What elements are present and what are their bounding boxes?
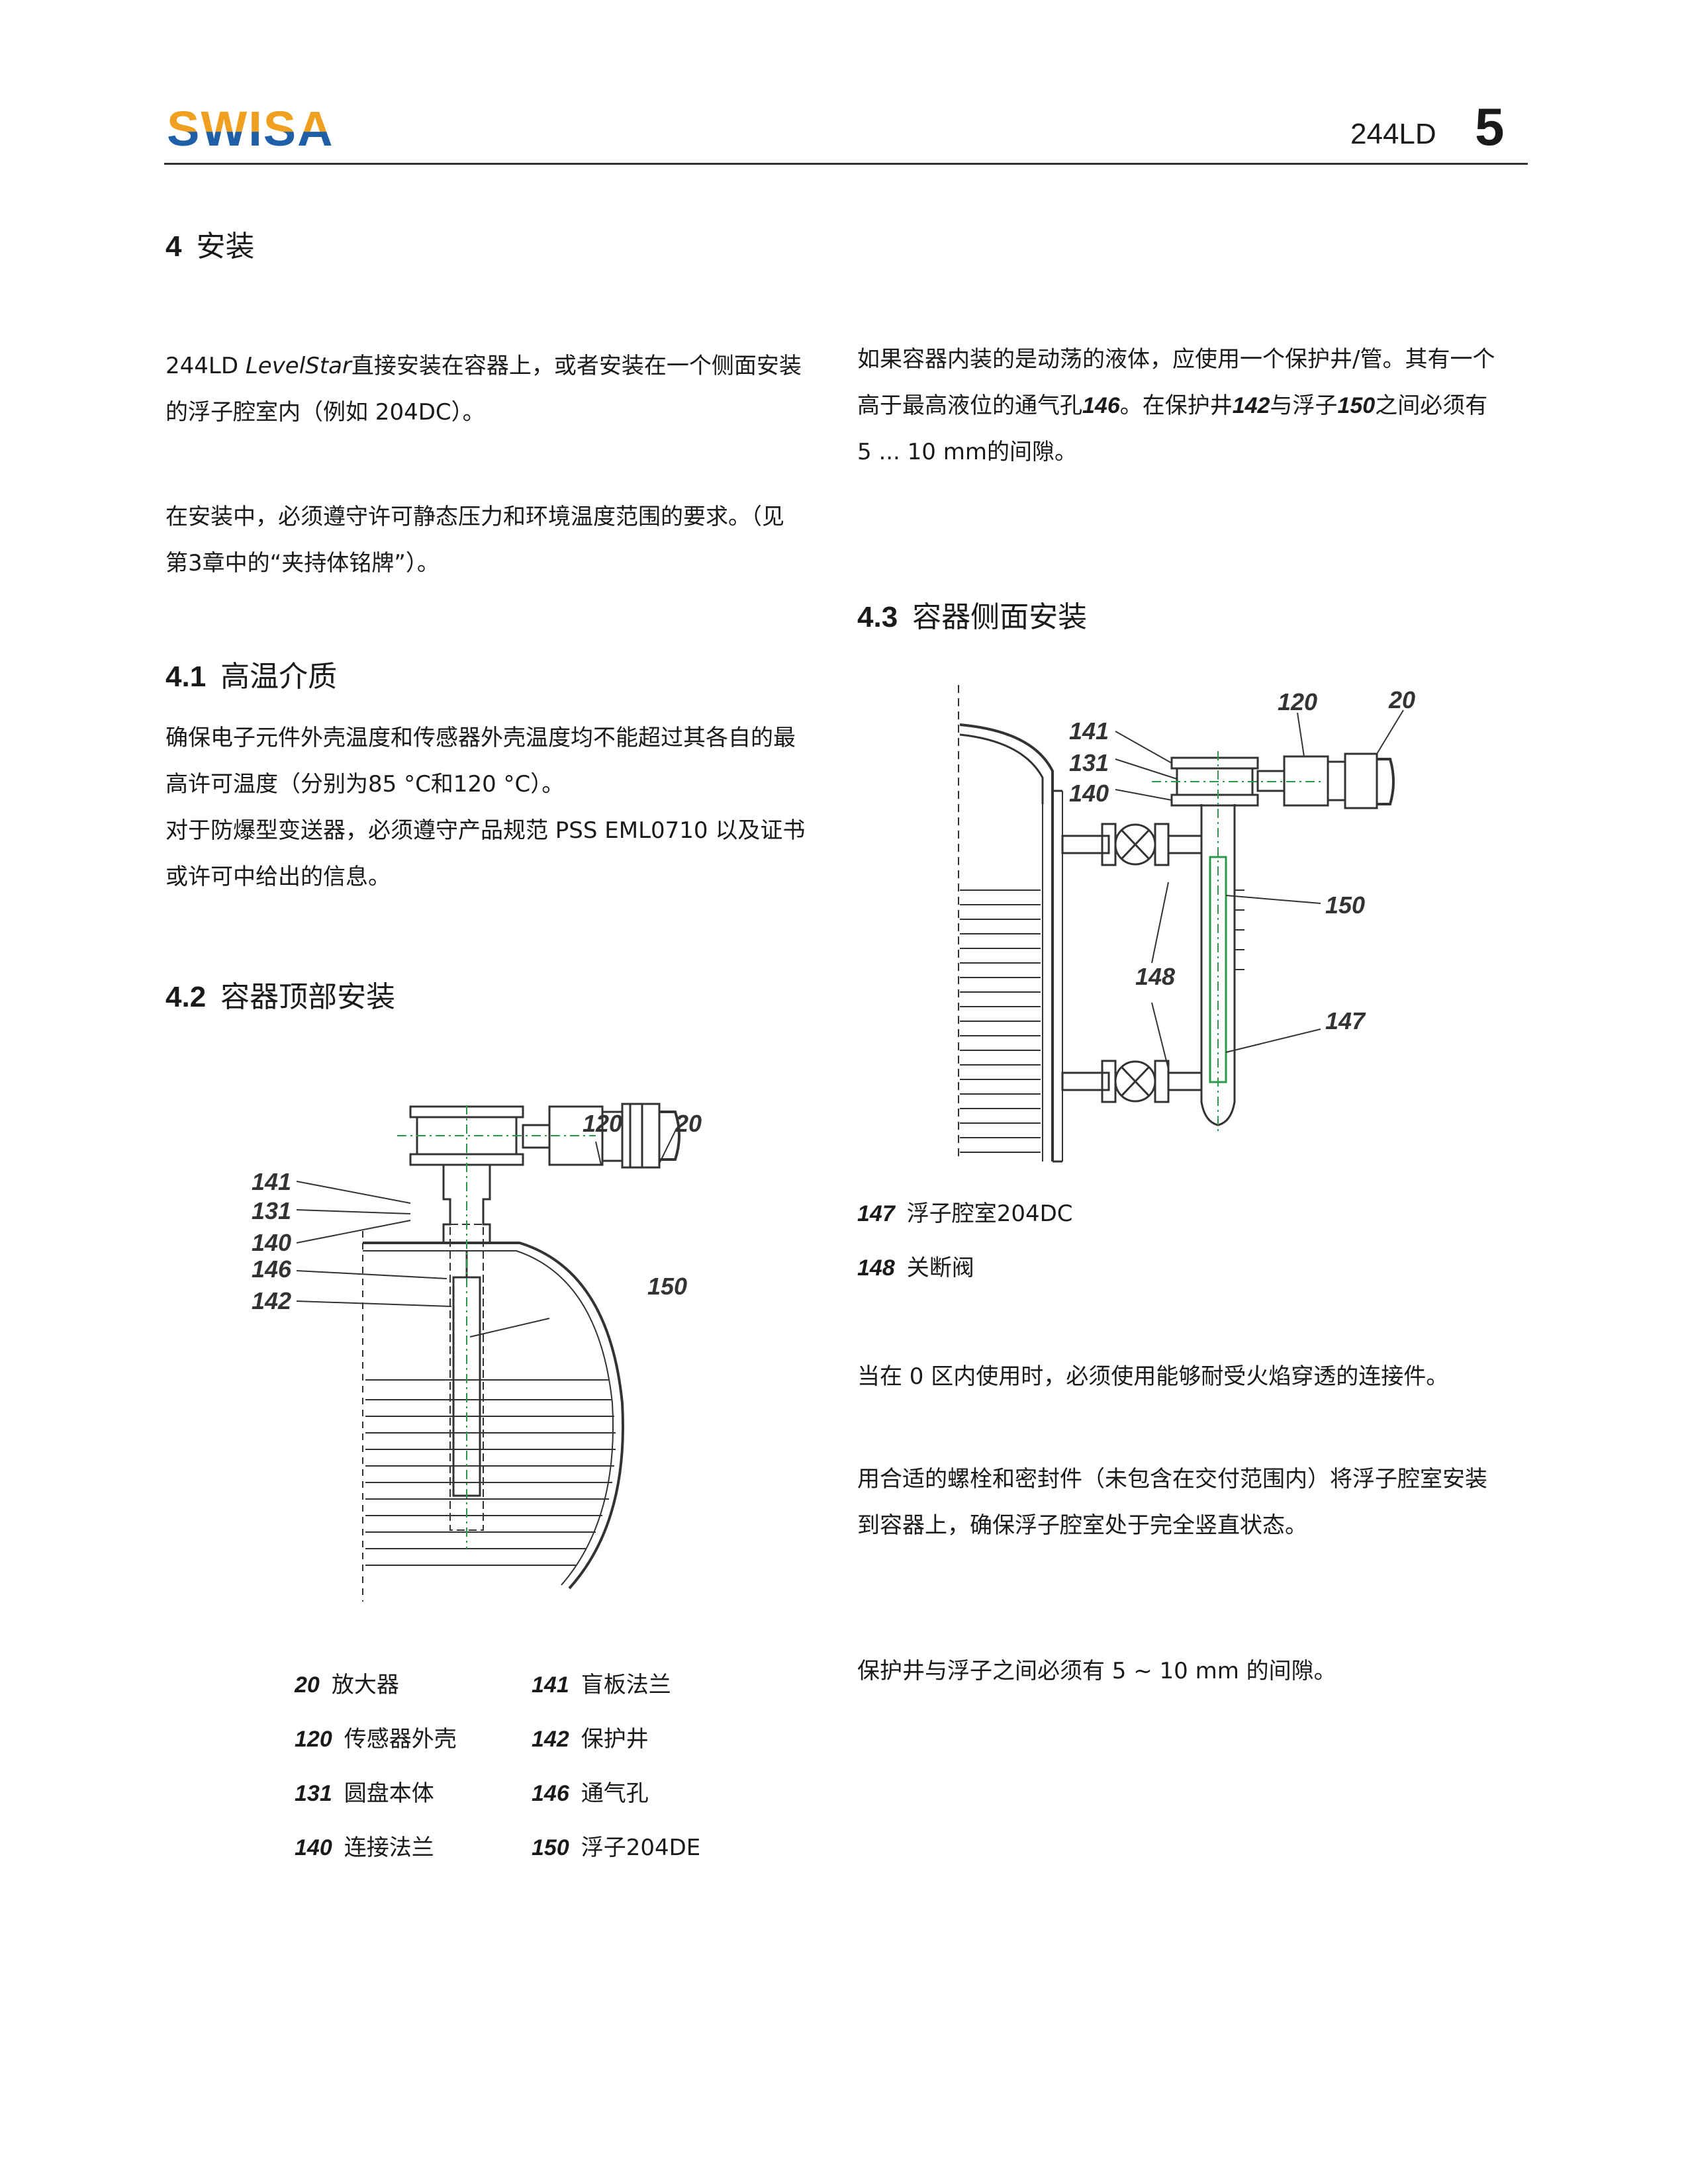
section-4-para2: 在安装中，必须遵守许可静态压力和环境温度范围的要求。（见 第3章中的“夹持体铭牌… [165,504,784,576]
label-142: 142 [252,1287,291,1314]
label-141: 141 [252,1168,291,1195]
label-148: 148 [1135,963,1175,990]
side-mounting-diagram: 141 131 140 120 20 150 148 147 [958,685,1415,1163]
label-120: 120 [1278,688,1317,715]
liquid-lines [365,1379,616,1566]
label-147: 147 [1325,1007,1366,1034]
vessel-wall [959,723,1054,1161]
label-140: 140 [252,1229,291,1256]
liquid-lines [960,889,1041,1153]
logo-text: SWISA [167,105,334,152]
section-41-body: 确保电子元件外壳温度和传感器外壳温度均不能超过其各自的最 高许可温度（分别为85… [165,725,806,890]
amplifier [621,1103,661,1169]
label-20: 20 [675,1110,702,1137]
label-146: 146 [252,1255,292,1283]
blind-flange [1170,756,1259,770]
right-intro-para: 如果容器内装的是动荡的液体，应使用一个保护井/管。其有一个 高于最高液位的通气孔… [857,346,1495,465]
vessel-wall [363,1242,624,1590]
amplifier [1344,752,1378,809]
label-120: 120 [583,1110,622,1137]
label-150: 150 [647,1273,687,1300]
label-141: 141 [1069,717,1109,745]
label-131: 131 [252,1197,291,1224]
float [452,1276,481,1497]
header-model: 244LD [1350,118,1436,150]
section-4-para1: 244LD LevelStar直接安装在容器上，或者安装在一个侧面安装 的浮子腔… [165,353,802,426]
label-20: 20 [1388,686,1415,713]
header-divider [164,163,1528,165]
label-140: 140 [1069,780,1109,807]
swisa-logo: SWISA [167,105,334,152]
section-43-para1: 当在 0 区内使用时，必须使用能够耐受火焰穿透的连接件。 [857,1363,1449,1390]
section-43-para2: 用合适的螺栓和密封件（未包含在交付范围内）将浮子腔室安装 到容器上，确保浮子腔室… [857,1466,1487,1539]
page-number: 5 [1475,97,1505,156]
top-mounting-diagram: 141 131 140 146 142 120 20 150 [252,1103,702,1602]
label-131: 131 [1069,749,1109,776]
label-150: 150 [1325,891,1365,919]
connection-flange [1170,794,1259,807]
section-43-para3: 保护井与浮子之间必须有 5 ~ 10 mm 的间隙。 [857,1658,1336,1684]
